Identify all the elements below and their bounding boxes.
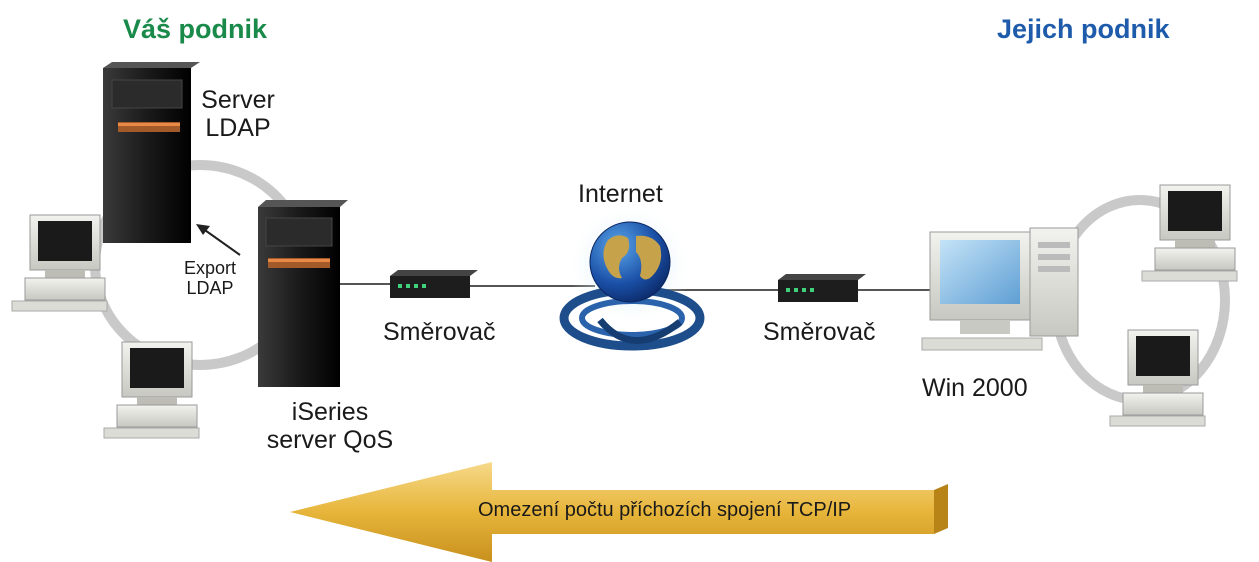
workstation-icon bbox=[1141, 184, 1238, 282]
router-right-label: Směrovač bbox=[763, 318, 876, 346]
internet-globe-icon bbox=[559, 203, 705, 351]
ldap-export-label-line2: LDAP bbox=[186, 278, 234, 298]
arrow-label: Omezení počtu příchozích spojení TCP/IP bbox=[478, 499, 852, 521]
left-heading: Váš podnik bbox=[123, 14, 268, 44]
workstation-icon bbox=[103, 341, 200, 439]
ldap-export-label-line1: Export bbox=[183, 258, 237, 278]
ldap-export-label: Export LDAP bbox=[170, 258, 250, 298]
iseries-label: iSeries server QoS bbox=[255, 398, 405, 454]
ldap-server-label-line1: Server bbox=[201, 86, 275, 114]
workstation-icon bbox=[11, 214, 108, 312]
router-left-icon bbox=[390, 270, 478, 298]
iseries-label-line1: iSeries bbox=[291, 398, 369, 426]
router-left-label: Směrovač bbox=[383, 318, 496, 346]
iseries-label-line2: server QoS bbox=[266, 426, 394, 454]
ldap-server-icon bbox=[103, 62, 200, 243]
win2000-pc-icon bbox=[921, 227, 1079, 351]
iseries-server-icon bbox=[258, 200, 348, 387]
workstation-icon bbox=[1109, 329, 1206, 427]
router-right-icon bbox=[778, 274, 866, 302]
internet-label: Internet bbox=[578, 180, 663, 208]
ldap-server-label: Server LDAP bbox=[198, 86, 278, 142]
arrow-left-icon bbox=[290, 462, 948, 562]
right-heading: Jejich podnik bbox=[997, 14, 1170, 44]
win2000-label: Win 2000 bbox=[922, 374, 1028, 402]
export-arrow bbox=[201, 227, 241, 256]
ldap-server-label-line2: LDAP bbox=[205, 114, 271, 142]
